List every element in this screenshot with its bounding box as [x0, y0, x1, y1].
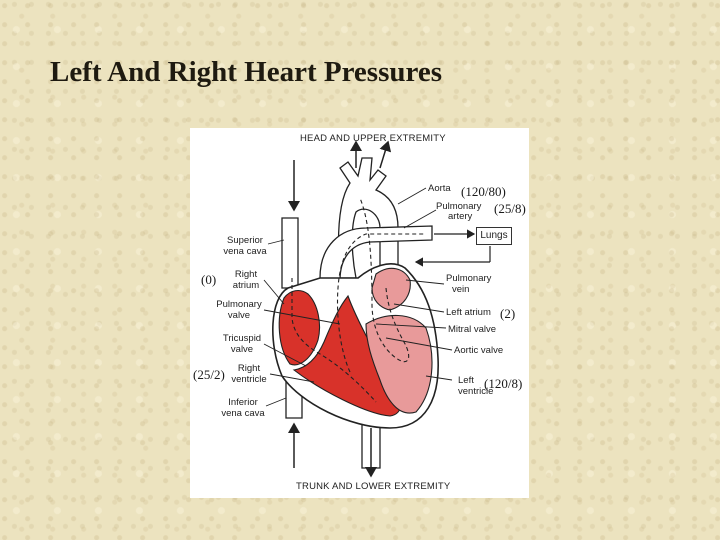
pressure-pulmonary-artery: (25/8) [494, 201, 526, 217]
label-pulmonary-vein-1: Pulmonary [446, 274, 491, 284]
label-inferior-vena-cava-2: vena cava [218, 409, 268, 419]
leader-ivc [266, 398, 286, 406]
label-tricuspid-valve-1: Tricuspid [218, 334, 266, 344]
label-pulmonary-valve-2: valve [212, 311, 266, 321]
slide-title: Left And Right Heart Pressures [50, 56, 442, 89]
label-mitral-valve: Mitral valve [448, 325, 496, 335]
label-superior-vena-cava-1: Superior [220, 236, 270, 246]
label-right-atrium-1: Right [226, 270, 266, 280]
lungs-box: Lungs [476, 227, 512, 245]
label-superior-vena-cava-2: vena cava [220, 247, 270, 257]
label-left-atrium: Left atrium [446, 308, 491, 318]
label-aorta: Aorta [428, 184, 451, 194]
leader-right-atrium [264, 280, 284, 304]
label-aortic-valve: Aortic valve [454, 346, 503, 356]
leader-aorta [398, 188, 426, 204]
superior-vena-cava [282, 218, 298, 288]
label-right-atrium-2: atrium [226, 281, 266, 291]
label-left-ventricle-1: Left [458, 376, 474, 386]
caption-trunk-lower-extremity: TRUNK AND LOWER EXTREMITY [296, 482, 450, 492]
pressure-right-ventricle: (25/2) [193, 367, 225, 383]
pressure-left-atrium: (2) [500, 306, 515, 322]
label-pulmonary-valve-1: Pulmonary [212, 300, 266, 310]
label-right-ventricle-2: ventricle [226, 375, 272, 385]
aortic-arch [338, 158, 398, 278]
leader-pulm-artery [404, 210, 436, 228]
label-tricuspid-valve-2: valve [218, 345, 266, 355]
caption-head-upper-extremity: HEAD AND UPPER EXTREMITY [300, 134, 446, 144]
label-right-ventricle-1: Right [226, 364, 272, 374]
pressure-right-atrium: (0) [201, 272, 216, 288]
label-pulmonary-artery-2: artery [448, 212, 472, 222]
label-inferior-vena-cava-1: Inferior [218, 398, 268, 408]
arrow-aorta-up-2 [380, 142, 388, 168]
pressure-aorta: (120/80) [461, 184, 506, 200]
label-pulmonary-vein-2: vein [452, 285, 469, 295]
pressure-left-ventricle: (120/8) [484, 376, 522, 392]
